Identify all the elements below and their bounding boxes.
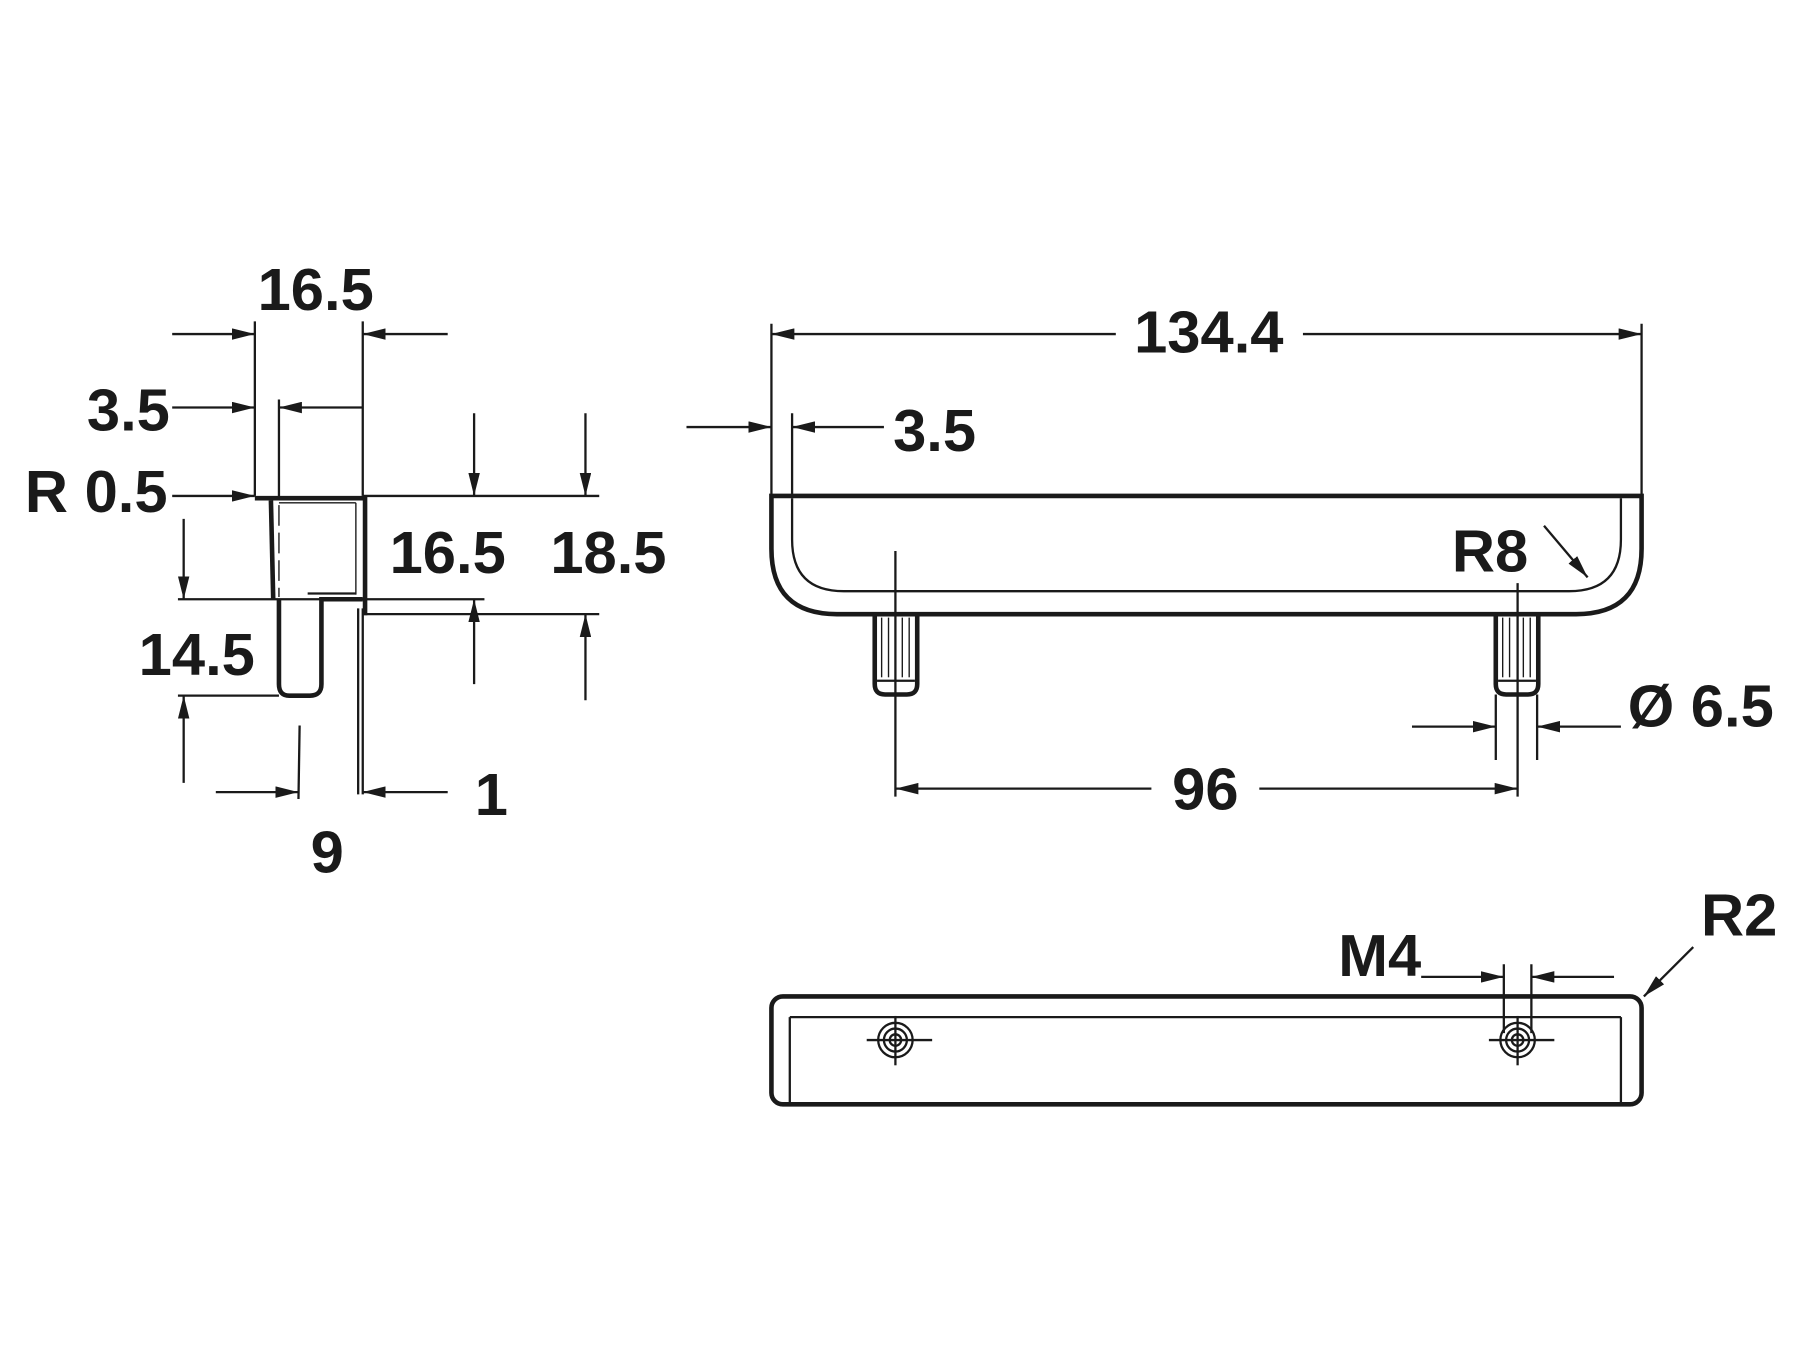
top-view: M4 R2 — [769, 882, 1777, 1107]
side-thickness-label: 1 — [475, 761, 508, 828]
front-length-label: 134.4 — [1134, 298, 1283, 365]
front-view: 134.4 3.5 R8 96 Ø — [686, 298, 1774, 822]
side-radius-label: R 0.5 — [25, 458, 168, 525]
side-overall-height-label: 18.5 — [550, 519, 666, 586]
hole-right — [1488, 1015, 1555, 1066]
front-spacing-label: 96 — [1172, 755, 1238, 822]
side-pin-length-label: 14.5 — [139, 621, 255, 688]
side-inner-height-label: 16.5 — [390, 519, 506, 586]
side-offset-label: 3.5 — [87, 376, 170, 443]
front-diameter-label: Ø 6.5 — [1628, 673, 1774, 740]
side-pin-offset-label: 9 — [311, 818, 344, 885]
front-radius-label: R8 — [1452, 518, 1528, 585]
top-radius-label: R2 — [1701, 882, 1777, 949]
top-thread-label: M4 — [1338, 922, 1421, 989]
side-width-label: 16.5 — [258, 256, 374, 323]
hole-left — [866, 1015, 933, 1066]
front-offset-label: 3.5 — [893, 397, 976, 464]
side-view: 16.5 3.5 R 0.5 16.5 18.5 — [25, 256, 667, 885]
